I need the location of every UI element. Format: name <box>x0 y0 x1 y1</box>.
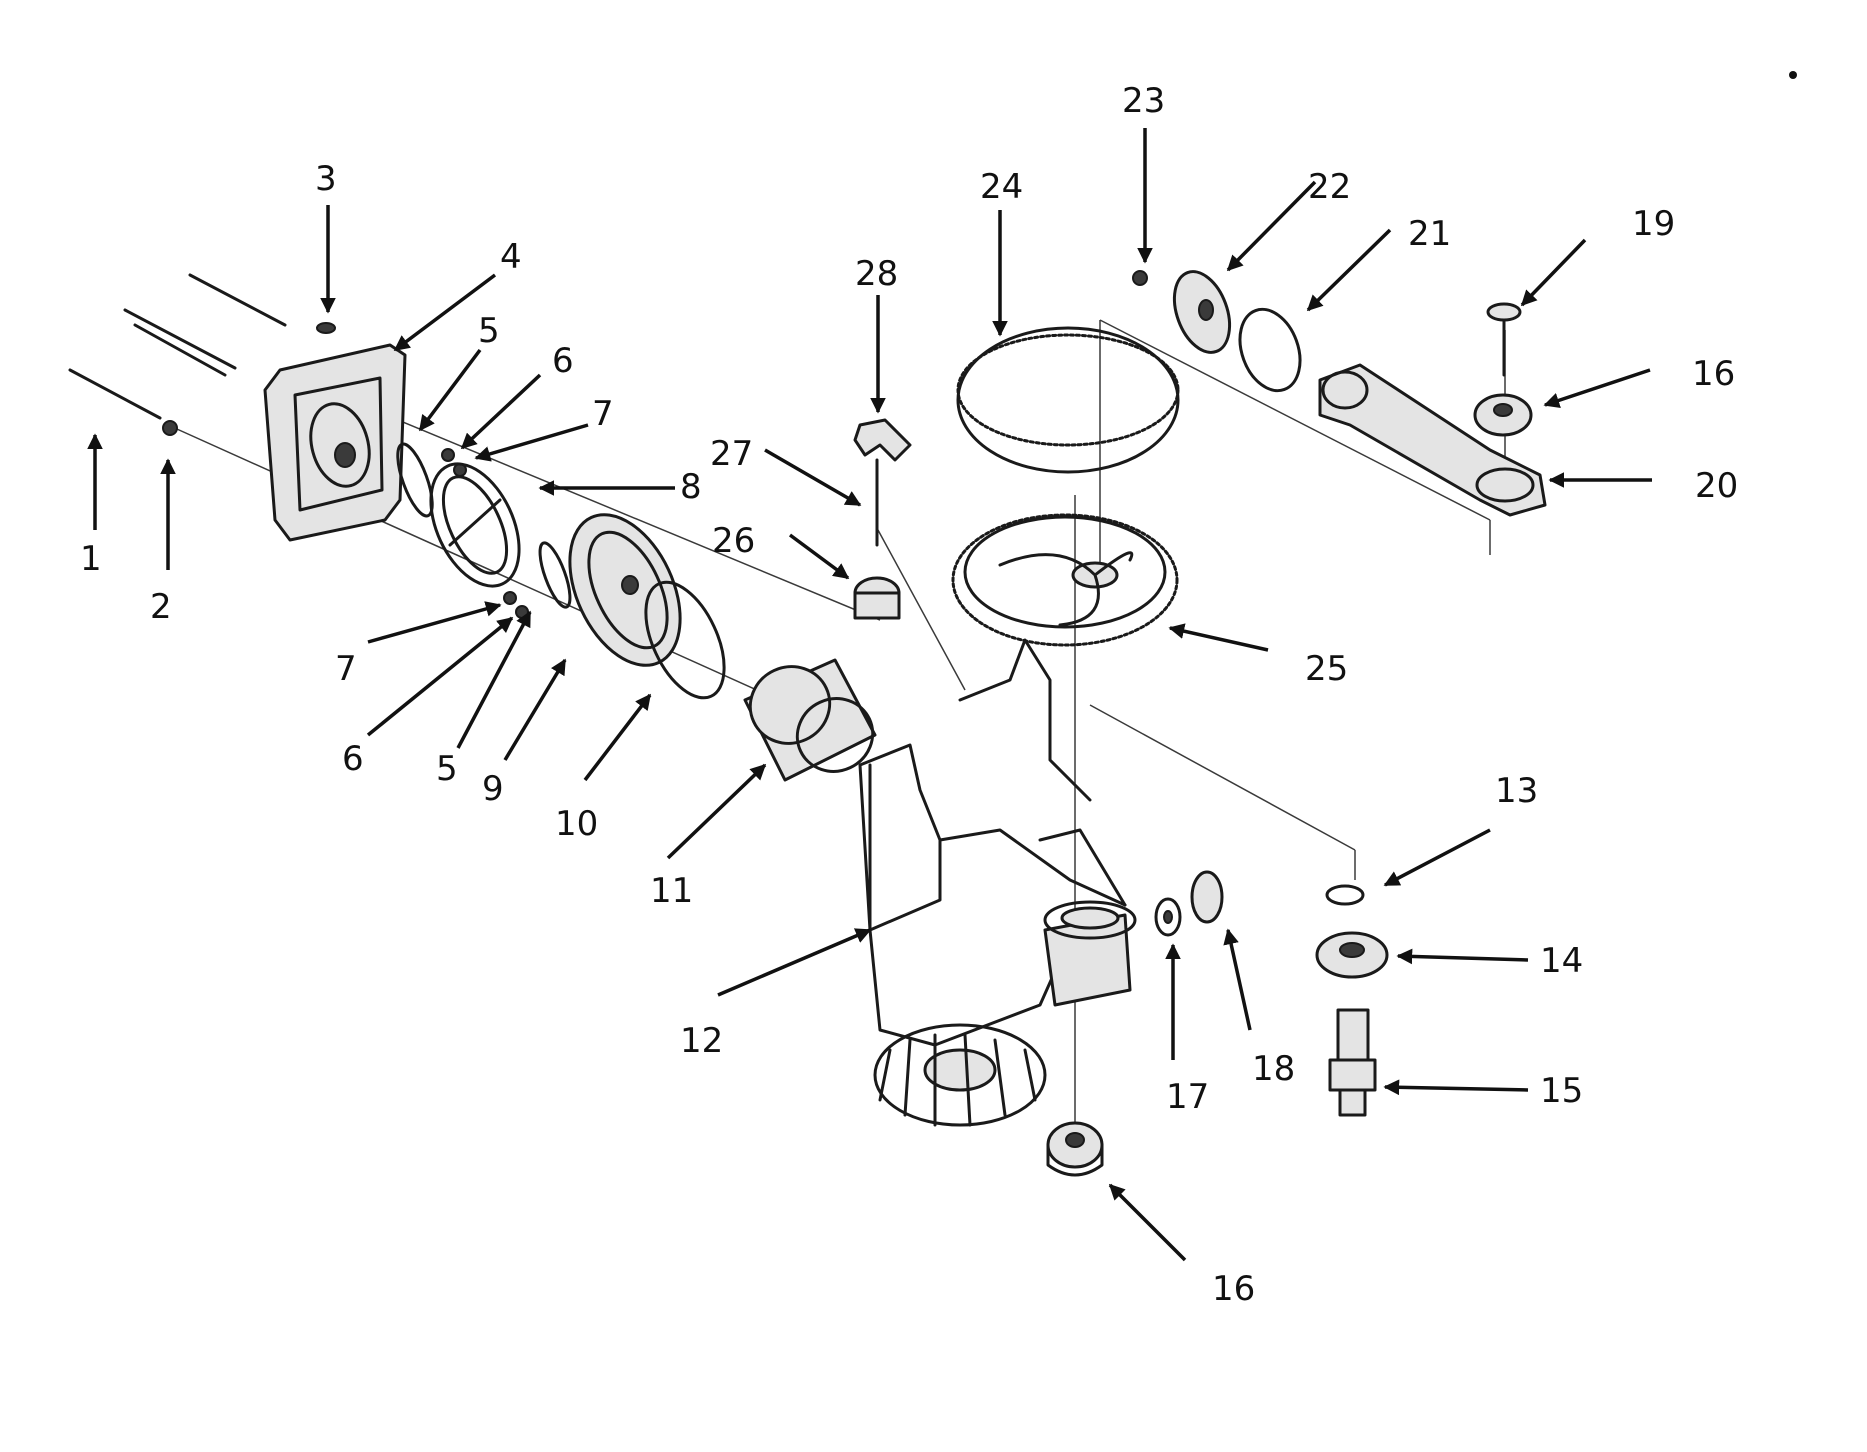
callout-16b: 16 <box>1692 354 1735 394</box>
part-pin <box>316 322 336 334</box>
part-cylinder-plate <box>568 513 682 667</box>
part-bearing-bottom <box>1046 1121 1104 1177</box>
callout-5b: 5 <box>436 749 458 789</box>
part-bearing-plate <box>1172 270 1232 354</box>
callout-7b: 7 <box>335 649 357 689</box>
leader-arrows <box>87 128 1652 1262</box>
callout-26: 26 <box>712 521 755 561</box>
part-impeller <box>853 418 912 462</box>
callout-25: 25 <box>1305 649 1348 689</box>
assembly-guide-lines <box>167 319 1506 1140</box>
callout-3: 3 <box>315 159 337 199</box>
part-seal-set-upper <box>396 442 467 518</box>
callout-8: 8 <box>680 467 702 507</box>
callout-2: 2 <box>150 587 172 627</box>
part-cooling-fan <box>873 1023 1047 1127</box>
callout-28: 28 <box>855 254 898 294</box>
callout-6b: 6 <box>342 739 364 779</box>
part-gasket <box>644 580 726 700</box>
callout-9: 9 <box>482 769 504 809</box>
callout-17: 17 <box>1166 1077 1209 1117</box>
part-pulley <box>951 513 1179 647</box>
callout-12: 12 <box>680 1021 723 1061</box>
callout-13: 13 <box>1495 771 1538 811</box>
part-bracket <box>1318 363 1547 517</box>
callout-21: 21 <box>1408 214 1451 254</box>
part-ring <box>1238 307 1302 393</box>
callout-16a: 16 <box>1212 1269 1255 1309</box>
part-seal-set-lower <box>503 541 572 619</box>
part-washer <box>1325 884 1365 906</box>
callout-4: 4 <box>500 237 522 277</box>
callout-23: 23 <box>1122 81 1165 121</box>
callout-1: 1 <box>80 539 102 579</box>
callout-20: 20 <box>1695 466 1738 506</box>
callout-6a: 6 <box>552 341 574 381</box>
speck <box>1789 71 1797 79</box>
callout-27: 27 <box>710 434 753 474</box>
callout-15: 15 <box>1540 1071 1583 1111</box>
part-end-cap <box>263 343 407 542</box>
callout-22: 22 <box>1308 167 1351 207</box>
callout-numbers: 1 2 3 4 5 6 7 8 7 6 5 9 10 11 12 13 14 1… <box>80 81 1738 1309</box>
part-small-gears <box>1154 870 1224 937</box>
callout-14: 14 <box>1540 941 1583 981</box>
callout-11: 11 <box>650 871 693 911</box>
part-fitting <box>1328 1008 1377 1117</box>
callout-19: 19 <box>1632 204 1675 244</box>
part-bearing-top <box>1473 393 1533 437</box>
part-crankcase <box>858 638 1137 1047</box>
callout-7a: 7 <box>592 394 614 434</box>
part-small-pulley <box>853 576 901 620</box>
part-drive-belt <box>956 326 1180 474</box>
part-bearing-right <box>1315 931 1389 979</box>
part-bolts <box>68 273 287 420</box>
part-screw <box>1486 302 1522 377</box>
callout-24: 24 <box>980 167 1023 207</box>
part-small-screw <box>1132 270 1148 286</box>
callout-5a: 5 <box>478 311 500 351</box>
callout-18: 18 <box>1252 1049 1295 1089</box>
callout-10: 10 <box>555 804 598 844</box>
part-valve-plate <box>429 462 521 588</box>
part-nut <box>162 420 178 436</box>
part-cylinder-sleeve <box>743 658 877 782</box>
